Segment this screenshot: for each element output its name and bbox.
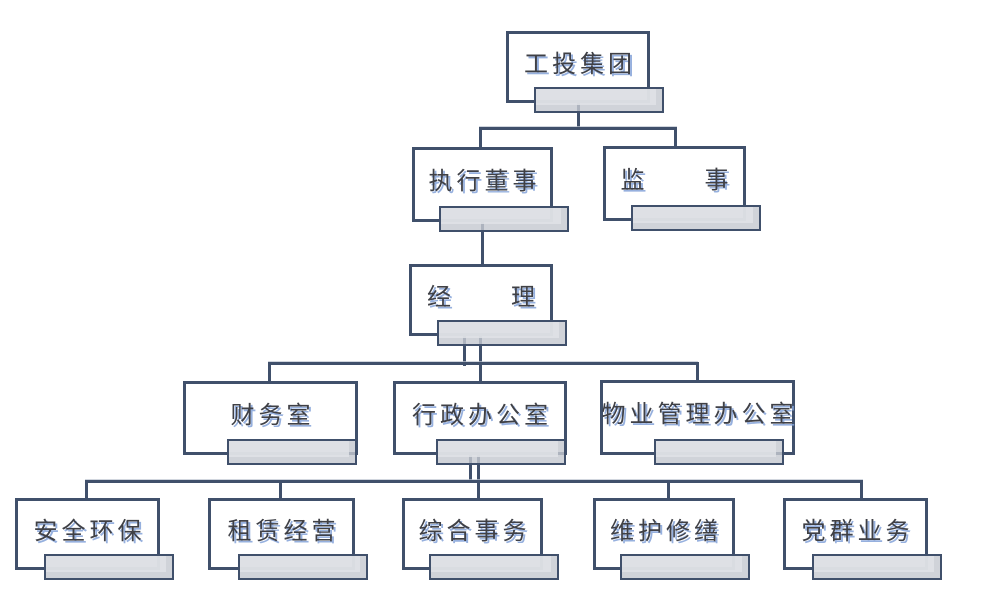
connector-segment [479, 127, 677, 130]
org-node-label: 安全环保 [33, 516, 146, 545]
org-node-title-bar [534, 87, 664, 113]
org-node-label: 监 事 [620, 166, 733, 194]
org-node-title-bar [226, 439, 357, 465]
org-node-title-bar [43, 554, 174, 580]
org-node-label: 行政办公室 [412, 400, 552, 429]
org-node-label: 综合事务 [418, 516, 531, 545]
org-node-title-bar-highlight [632, 207, 753, 223]
org-node-label: 维护修缮 [610, 516, 722, 545]
org-node-title-bar-highlight [45, 556, 166, 572]
org-node-title-bar [620, 554, 750, 580]
org-node-title-bar-highlight [813, 556, 934, 572]
connector-segment [268, 362, 271, 382]
connector-segment [477, 455, 480, 499]
org-node-title-bar [630, 205, 761, 231]
connector-segment [85, 480, 88, 499]
org-node-manager: 经 理 [409, 264, 567, 346]
org-node-title-bar-highlight [622, 556, 742, 572]
connector-segment [577, 103, 580, 129]
org-node-finance-office: 财务室 [183, 381, 358, 465]
org-node-title-bar [436, 439, 566, 465]
connector-segment [85, 480, 863, 483]
org-node-supervisor: 监 事 [603, 146, 761, 231]
connector-segment [860, 480, 863, 499]
org-node-title-bar-highlight [430, 556, 551, 572]
org-node-label: 租赁经营 [227, 516, 340, 545]
org-node-safety-environment: 安全环保 [15, 498, 174, 580]
org-node-party-mass-affairs: 党群业务 [783, 498, 942, 580]
org-node-title-bar [438, 206, 569, 232]
org-node-title-bar-highlight [438, 441, 558, 457]
org-node-gongtou-group: 工投集团 [506, 31, 664, 113]
connector-segment [279, 480, 282, 499]
connector-segment [479, 127, 482, 148]
org-node-label: 物业管理办公室 [601, 400, 798, 428]
connector-segment [479, 336, 482, 382]
org-node-title-bar-highlight [239, 556, 360, 572]
org-node-title-bar [437, 320, 567, 346]
org-node-label: 执行董事 [428, 167, 541, 195]
connector-segment [463, 336, 466, 366]
org-node-general-affairs: 综合事务 [402, 498, 559, 580]
org-node-admin-office: 行政办公室 [393, 381, 567, 465]
connector-segment [696, 362, 699, 381]
org-node-label: 经 理 [427, 282, 539, 311]
org-node-title-bar-highlight [655, 441, 776, 457]
org-node-title-bar [811, 554, 942, 580]
org-node-maintenance-repair: 维护修缮 [593, 498, 750, 580]
org-node-label: 党群业务 [801, 516, 914, 545]
connector-segment [268, 362, 698, 365]
org-node-box: 监 事 [603, 146, 746, 221]
org-node-title-bar [653, 439, 784, 465]
org-node-property-mgmt-office: 物业管理办公室 [600, 380, 798, 465]
org-node-title-bar-highlight [439, 322, 559, 338]
org-node-executive-director: 执行董事 [412, 147, 569, 232]
connector-segment [667, 480, 670, 499]
org-node-title-bar [237, 554, 368, 580]
org-node-title-bar [428, 554, 559, 580]
org-node-label: 财务室 [230, 400, 315, 429]
connector-segment [469, 455, 472, 483]
org-node-title-bar-highlight [228, 441, 349, 457]
connector-segment [481, 222, 484, 264]
org-node-leasing-operations: 租赁经营 [208, 498, 368, 580]
org-node-label: 工投集团 [524, 49, 636, 78]
connector-segment [674, 127, 677, 147]
org-node-title-bar-highlight [440, 208, 561, 224]
org-node-title-bar-highlight [536, 89, 656, 105]
